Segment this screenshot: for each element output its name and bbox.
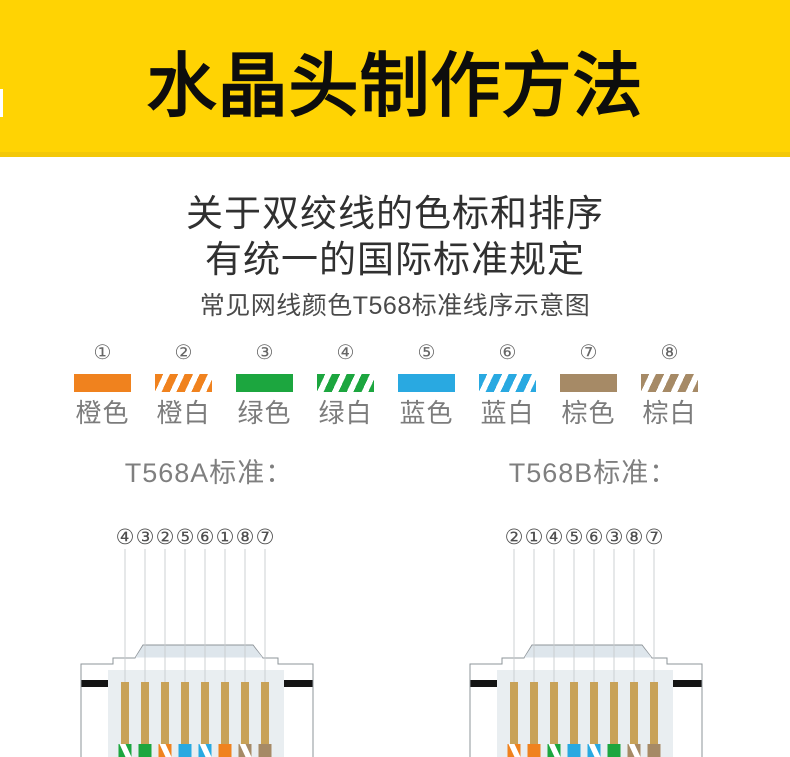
pin-guide-lines (513, 549, 655, 682)
sequence-number: ⑤ (565, 526, 584, 549)
sequence-number: ③ (605, 526, 624, 549)
connector-bar-left (470, 680, 497, 687)
legend-item: ⑤ 蓝色 (386, 341, 467, 427)
legend-item: ③ 绿色 (224, 341, 305, 427)
color-swatch (560, 374, 617, 392)
legend-number: ③ (255, 342, 274, 364)
legend-number: ⑥ (498, 342, 517, 364)
legend-number: ⑤ (417, 342, 436, 364)
legend-label: 橙白 (156, 398, 211, 428)
intro-line-1: 关于双绞线的色标和排序 (186, 193, 604, 234)
wire-stubs (507, 744, 661, 757)
wire-stub (567, 744, 581, 757)
t568a-label: T568A标准： (124, 458, 294, 488)
wire-stripe (199, 744, 212, 757)
intro-line-2: 有统一的国际标准规定 (205, 239, 585, 280)
connector-latch (524, 645, 652, 658)
wire-stripe (508, 744, 521, 757)
color-swatch (236, 374, 293, 392)
connector-panel (497, 670, 673, 757)
legend-item: ① 橙色 (62, 341, 143, 427)
color-swatch (74, 374, 131, 392)
legend-number: ④ (336, 342, 355, 364)
sequence-number: ① (525, 526, 544, 549)
sequence-number: ⑥ (196, 526, 215, 549)
wire-stripe (588, 744, 601, 757)
legend-label: 橙色 (75, 398, 130, 428)
color-swatch (398, 374, 455, 392)
sequence-number: ④ (116, 526, 135, 549)
wire-stripe (548, 744, 561, 757)
wire-color-legend: ① 橙色 ② 橙白 ③ 绿色 ④ 绿白 ⑤ 蓝色 ⑥ 蓝白 (62, 341, 710, 427)
sequence-number: ⑧ (236, 526, 255, 549)
connector-panel (108, 670, 284, 757)
connector-bar-right (673, 680, 702, 687)
legend-number: ① (93, 342, 112, 364)
sequence-number: ④ (545, 526, 564, 549)
color-swatch-striped (155, 374, 212, 392)
page-title: 水晶头制作方法 (146, 46, 644, 125)
wire-stub (258, 744, 272, 757)
wire-stub (138, 744, 152, 757)
sequence-number: ⑧ (625, 526, 644, 549)
t568a-connector-diagram: ④ ③ ② ⑤ ⑥ ① ⑧ ⑦ (80, 526, 314, 757)
sequence-number: ⑤ (176, 526, 195, 549)
header-banner: 水晶头制作方法 (0, 0, 790, 157)
connector-bar-left (81, 680, 108, 687)
wire-sequence-numbers: ② ① ④ ⑤ ⑥ ③ ⑧ ⑦ (505, 526, 664, 549)
wire-stub (218, 744, 232, 757)
legend-item: ⑦ 棕色 (548, 341, 629, 427)
legend-label: 绿白 (318, 398, 373, 428)
color-swatch-striped (479, 374, 536, 392)
t568b-connector-diagram: ② ① ④ ⑤ ⑥ ③ ⑧ ⑦ (469, 526, 703, 757)
color-swatch-striped (317, 374, 374, 392)
sequence-number: ⑦ (645, 526, 664, 549)
legend-item: ⑥ 蓝白 (467, 341, 548, 427)
wire-stripe (239, 744, 252, 757)
wire-stubs (118, 744, 272, 757)
wire-stub (527, 744, 541, 757)
legend-label: 棕白 (642, 398, 697, 428)
sequence-number: ⑥ (585, 526, 604, 549)
sequence-number: ② (156, 526, 175, 549)
legend-label: 棕色 (561, 398, 616, 428)
wire-stub (647, 744, 661, 757)
color-swatch-striped (641, 374, 698, 392)
wire-stripe (159, 744, 172, 757)
legend-label: 蓝白 (480, 398, 535, 428)
connector-bar-right (284, 680, 313, 687)
diagram-subtitle: 常见网线颜色T568标准线序示意图 (199, 292, 591, 320)
connector-latch (135, 645, 263, 658)
wire-stub (607, 744, 621, 757)
legend-number: ⑧ (660, 342, 679, 364)
sequence-number: ③ (136, 526, 155, 549)
connector-shell (80, 644, 314, 757)
t568b-label: T568B标准： (508, 458, 678, 488)
sequence-number: ② (505, 526, 524, 549)
sequence-number: ① (216, 526, 235, 549)
wire-stripe (119, 744, 132, 757)
wire-stripe (628, 744, 641, 757)
pin-guide-lines (124, 549, 266, 682)
wire-sequence-numbers: ④ ③ ② ⑤ ⑥ ① ⑧ ⑦ (116, 526, 275, 549)
legend-label: 绿色 (237, 398, 292, 428)
legend-label: 蓝色 (399, 398, 454, 428)
legend-number: ⑦ (579, 342, 598, 364)
legend-number: ② (174, 342, 193, 364)
legend-item: ④ 绿白 (305, 341, 386, 427)
connector-shell (469, 644, 703, 757)
legend-item: ② 橙白 (143, 341, 224, 427)
sequence-number: ⑦ (256, 526, 275, 549)
connector-pins (121, 682, 269, 744)
wire-stub (178, 744, 192, 757)
left-edge-mark (0, 89, 3, 117)
legend-item: ⑧ 棕白 (629, 341, 710, 427)
connector-pins (510, 682, 658, 744)
